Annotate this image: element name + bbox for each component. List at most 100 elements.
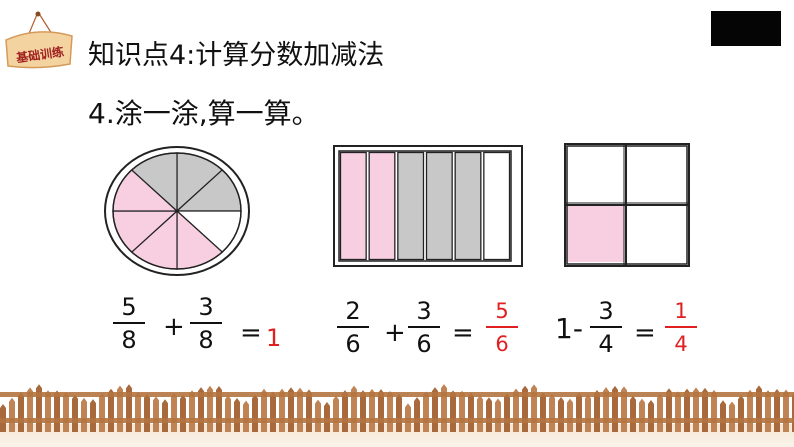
fence-post	[90, 399, 96, 432]
eq2-answer-denominator: 6	[495, 332, 509, 356]
fraction-bar	[486, 326, 518, 328]
fence-post	[495, 398, 501, 432]
fence-post	[405, 403, 411, 432]
fraction-bar	[590, 326, 622, 328]
rectangle-strip[interactable]	[425, 151, 453, 261]
rectangle-strip[interactable]	[368, 151, 396, 261]
fence-post	[18, 391, 24, 432]
eq1-equals: =	[240, 318, 262, 348]
fence-post	[324, 402, 330, 432]
eq2-fraction-b: 3 6	[404, 296, 444, 360]
exercise-instruction: 4.涂一涂,算一算。	[88, 97, 320, 130]
fence-post	[180, 394, 186, 432]
fence-post	[558, 396, 564, 432]
eq3-b-denominator: 4	[598, 330, 614, 358]
badge-tag-icon	[5, 11, 73, 69]
page-title: 知识点4:计算分数加减法	[88, 40, 385, 71]
eq3-whole-minus: 1-	[555, 312, 583, 345]
fraction-bar	[665, 326, 697, 328]
eq1-b-numerator: 3	[198, 293, 214, 321]
fence-post	[585, 394, 591, 432]
fence-post	[504, 392, 510, 432]
rectangle-strip[interactable]	[339, 151, 367, 261]
fence-post	[567, 398, 573, 432]
fence-post	[540, 392, 546, 432]
fence-post	[144, 393, 150, 432]
fence-post	[225, 395, 231, 432]
fraction-bar	[190, 322, 222, 324]
fence-post	[441, 384, 447, 432]
eq2-equals: =	[452, 318, 474, 348]
fence-post	[729, 401, 735, 432]
eq2-b-denominator: 6	[416, 330, 432, 358]
circle-figure[interactable]	[102, 144, 252, 278]
eq3-b-numerator: 3	[598, 297, 614, 325]
eq3-fraction-b: 3 4	[586, 296, 626, 360]
eq2-a-numerator: 2	[345, 297, 361, 325]
fence-post	[270, 391, 276, 432]
fence-post	[414, 397, 420, 432]
fence-post	[657, 393, 663, 432]
eq3-equals: =	[634, 318, 656, 348]
eq2-a-denominator: 6	[345, 330, 361, 358]
fence-post	[396, 393, 402, 432]
fence-post	[171, 392, 177, 432]
eq2-plus: +	[384, 318, 406, 348]
eq1-fraction-b: 3 8	[186, 292, 226, 356]
black-block	[711, 11, 781, 46]
fence-post	[72, 394, 78, 432]
fence-post	[162, 399, 168, 432]
fence-post	[477, 395, 483, 432]
fence-decoration	[0, 384, 794, 447]
fence-post	[333, 395, 339, 432]
fence-post	[738, 395, 744, 432]
fence-post	[234, 398, 240, 432]
rectangle-strip[interactable]	[454, 151, 482, 261]
square-part-pink	[567, 205, 624, 262]
eq1-plus: +	[163, 312, 185, 342]
fence-post	[99, 393, 105, 432]
fence-post	[9, 397, 15, 432]
badge: 基础训练	[2, 10, 76, 72]
fence-post	[549, 394, 555, 432]
fraction-bar	[408, 326, 440, 328]
eq1-fraction-a: 5 8	[109, 292, 149, 356]
eq3-answer-fraction: 1 4	[661, 296, 701, 360]
eq2-answer-numerator: 5	[495, 299, 509, 323]
fence-post	[135, 391, 141, 432]
eq3-answer-numerator: 1	[674, 299, 688, 323]
fraction-bar	[337, 326, 369, 328]
eq2-fraction-a: 2 6	[333, 296, 373, 360]
fence-post	[387, 390, 393, 432]
fence-post	[243, 400, 249, 432]
eq1-a-numerator: 5	[121, 293, 137, 321]
fence-post	[81, 397, 87, 432]
fence-post	[639, 398, 645, 432]
rectangle-strip[interactable]	[483, 151, 511, 261]
fence-post	[126, 384, 132, 432]
eq2-answer-fraction: 5 6	[482, 296, 522, 360]
rectangle-figure[interactable]	[333, 145, 523, 267]
rectangle-strip[interactable]	[397, 151, 425, 261]
fence-post	[63, 392, 69, 432]
square-figure[interactable]	[564, 143, 690, 267]
fence-post	[576, 392, 582, 432]
eq1-a-denominator: 8	[121, 326, 137, 354]
fence-post	[423, 391, 429, 432]
eq2-b-numerator: 3	[416, 297, 432, 325]
fraction-bar	[113, 322, 145, 324]
fence-post	[36, 384, 42, 432]
eq3-answer-denominator: 4	[674, 332, 688, 356]
fence-post	[630, 395, 636, 432]
fence-post	[675, 391, 681, 432]
fence-post	[486, 397, 492, 432]
fence-post	[720, 400, 726, 432]
fence-post	[315, 399, 321, 432]
eq1-answer: 1	[266, 324, 282, 352]
fence-post	[648, 400, 654, 432]
eq1-b-denominator: 8	[198, 326, 214, 354]
fence-post	[531, 384, 537, 432]
fence-post	[153, 396, 159, 432]
fence-post	[468, 392, 474, 432]
fence-post	[252, 394, 258, 432]
